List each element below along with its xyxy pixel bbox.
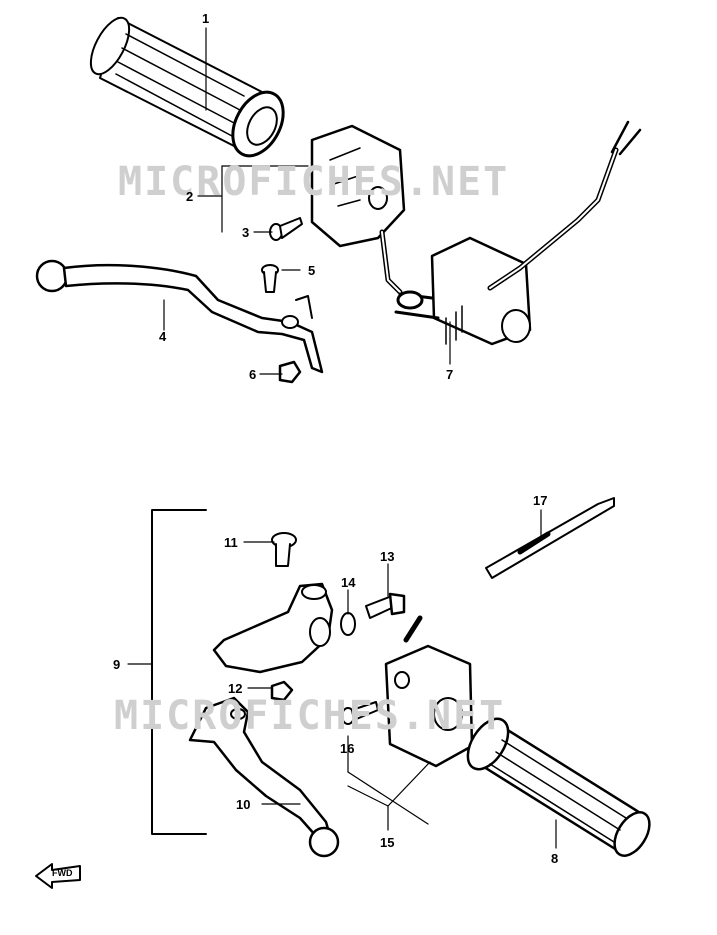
clamp-bolt [365,592,406,619]
right-switch [394,120,642,346]
callout-7: 7 [446,367,454,382]
cable-tie [485,497,615,579]
left-switch-housing [310,124,406,295]
callout-12: 12 [228,681,243,696]
callout-3: 3 [242,225,250,240]
leader-lines [127,27,557,849]
watermark-bottom: MICROFICHES.NET [114,693,506,739]
washer [340,612,356,636]
callout-9: 9 [113,657,121,672]
watermark-top: MICROFICHES.NET [118,159,510,205]
callout-5: 5 [308,263,316,278]
callout-14: 14 [341,575,356,590]
right-grip [466,717,651,857]
bottom-lever [188,696,340,858]
callout-15: 15 [380,835,395,850]
fwd-arrow [35,863,81,889]
housing-screw-lower [341,701,379,725]
callout-8: 8 [551,851,559,866]
fwd-label: FWD [52,868,73,878]
bracket-9 [151,509,207,835]
pivot-bolt [271,532,297,567]
right-housing [384,615,474,768]
callout-13: 13 [380,549,395,564]
callout-6: 6 [249,367,257,382]
left-grip [89,16,285,158]
lever-nut [278,360,302,384]
pivot-nut [270,680,294,702]
callout-1: 1 [202,11,210,26]
callout-17: 17 [533,493,548,508]
callout-11: 11 [224,535,238,550]
lever-bracket [212,582,334,674]
callout-4: 4 [159,329,167,344]
callout-2: 2 [186,189,194,204]
housing-screw [269,217,303,241]
top-lever [35,259,324,374]
callout-16: 16 [340,741,355,756]
callout-10: 10 [236,797,251,812]
lever-bolt [261,264,279,293]
